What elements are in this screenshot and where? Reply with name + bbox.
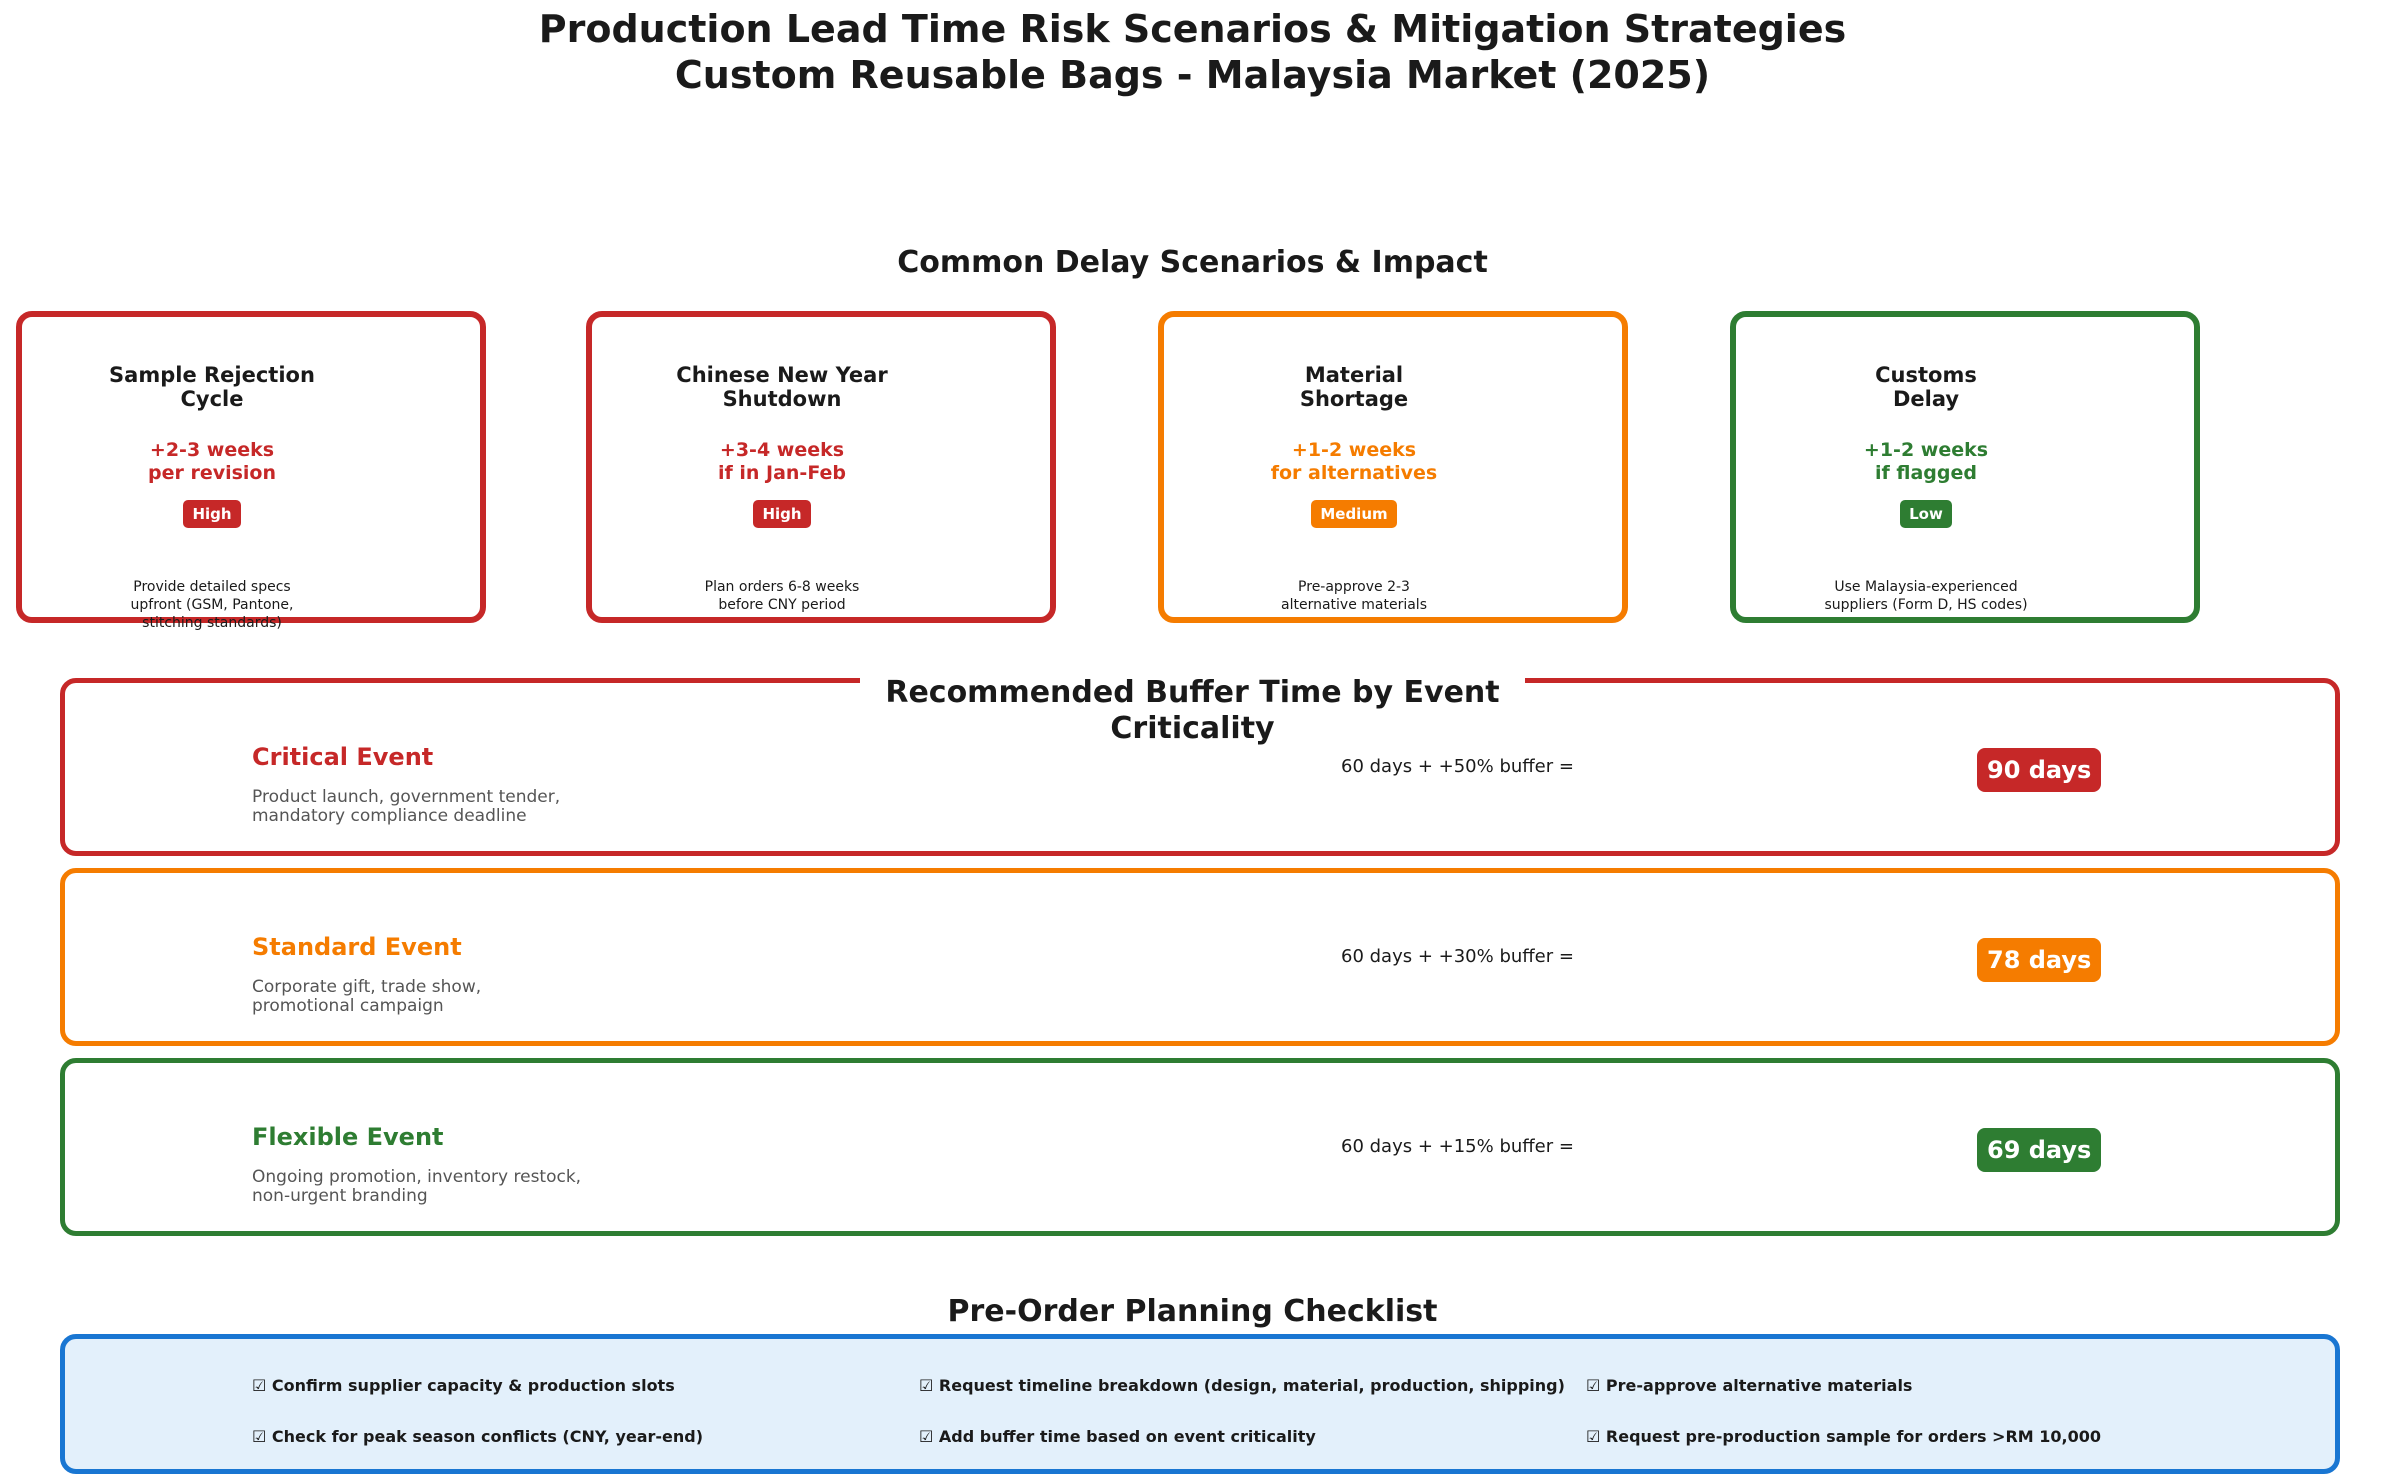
event-description-line: non-urgent branding	[252, 1186, 428, 1206]
scenario-card-material-shortage: Material Shortage +1-2 weeks for alterna…	[1158, 311, 1628, 623]
scenario-impact-line: for alternatives	[1270, 462, 1438, 484]
scenario-name: Chinese New Year Shutdown	[592, 363, 972, 411]
scenario-name-line: Cycle	[180, 387, 244, 411]
scenario-impact-line: +2-3 weeks	[149, 439, 275, 461]
checklist-item: ☑ Add buffer time based on event critica…	[919, 1427, 1316, 1446]
scenario-name: Material Shortage	[1164, 363, 1544, 411]
event-description-line: Ongoing promotion, inventory restock,	[252, 1167, 582, 1187]
severity-badge: High	[753, 500, 811, 528]
scenario-impact-line: +3-4 weeks	[719, 439, 845, 461]
mitigation-line: stitching standards)	[142, 615, 282, 631]
scenario-impact-line: if in Jan-Feb	[717, 462, 847, 484]
severity-badge-wrap: Medium	[1164, 500, 1544, 528]
scenario-mitigation: Pre-approve 2-3 alternative materials	[1164, 578, 1544, 614]
buffer-heading: Recommended Buffer Time by Event Critica…	[860, 675, 1525, 747]
scenario-name: Sample Rejection Cycle	[22, 363, 402, 411]
severity-badge-wrap: High	[592, 500, 972, 528]
scenario-impact-line: +1-2 weeks	[1291, 439, 1417, 461]
scenario-name-line: Shutdown	[722, 387, 842, 411]
scenario-mitigation: Provide detailed specs upfront (GSM, Pan…	[22, 578, 402, 632]
event-description: Ongoing promotion, inventory restock, no…	[252, 1168, 652, 1206]
scenario-name-line: Delay	[1892, 387, 1960, 411]
scenario-name-line: Customs	[1875, 363, 1977, 387]
buffer-result-badge: 78 days	[1977, 938, 2102, 982]
scenario-card-sample-rejection: Sample Rejection Cycle +2-3 weeks per re…	[16, 311, 486, 631]
scenario-impact-line: per revision	[147, 462, 277, 484]
checklist-item: ☑ Request timeline breakdown (design, ma…	[919, 1376, 1565, 1395]
title-line-1: Production Lead Time Risk Scenarios & Mi…	[538, 7, 1847, 51]
title-line-2: Custom Reusable Bags - Malaysia Market (…	[674, 53, 1711, 97]
checklist-item: ☑ Confirm supplier capacity & production…	[252, 1376, 675, 1395]
scenario-impact: +1-2 weeks if flagged	[1736, 439, 2116, 485]
scenario-impact: +3-4 weeks if in Jan-Feb	[592, 439, 972, 485]
scenario-card-customs-delay: Customs Delay +1-2 weeks if flagged Low …	[1730, 311, 2200, 623]
event-description-line: mandatory compliance deadline	[252, 806, 527, 826]
scenarios-heading: Common Delay Scenarios & Impact	[897, 245, 1488, 280]
scenario-name-line: Chinese New Year	[676, 363, 888, 387]
severity-badge-wrap: Low	[1736, 500, 2116, 528]
mitigation-line: alternative materials	[1281, 597, 1427, 613]
scenario-impact: +1-2 weeks for alternatives	[1164, 439, 1544, 485]
mitigation-line: Plan orders 6-8 weeks	[704, 579, 860, 595]
buffer-result-badge: 90 days	[1977, 748, 2102, 792]
event-name: Critical Event	[252, 743, 434, 771]
buffer-card-flexible: Flexible Event Ongoing promotion, invent…	[60, 1058, 2340, 1236]
event-description: Product launch, government tender, manda…	[252, 788, 652, 826]
severity-badge: Low	[1900, 500, 1952, 528]
mitigation-line: suppliers (Form D, HS codes)	[1824, 597, 2028, 613]
scenario-impact-line: +1-2 weeks	[1863, 439, 1989, 461]
checklist-item: ☑ Check for peak season conflicts (CNY, …	[252, 1427, 704, 1446]
mitigation-line: Use Malaysia-experienced	[1834, 579, 2018, 595]
event-name: Flexible Event	[252, 1123, 444, 1151]
event-description-line: Product launch, government tender,	[252, 787, 561, 807]
event-description-line: Corporate gift, trade show,	[252, 977, 482, 997]
severity-badge-wrap: High	[22, 500, 402, 528]
severity-badge: High	[183, 500, 241, 528]
scenario-name-line: Sample Rejection	[109, 363, 315, 387]
scenario-name: Customs Delay	[1736, 363, 2116, 411]
buffer-formula: 60 days + +30% buffer =	[1341, 946, 1574, 967]
page-title: Production Lead Time Risk Scenarios & Mi…	[0, 6, 2385, 98]
checklist-item: ☑ Request pre-production sample for orde…	[1586, 1427, 2102, 1446]
scenario-impact: +2-3 weeks per revision	[22, 439, 402, 485]
checklist-heading: Pre-Order Planning Checklist	[947, 1294, 1438, 1329]
scenario-mitigation: Use Malaysia-experienced suppliers (Form…	[1736, 578, 2116, 614]
mitigation-line: before CNY period	[718, 597, 846, 613]
mitigation-line: Provide detailed specs	[133, 579, 291, 595]
severity-badge: Medium	[1311, 500, 1397, 528]
mitigation-line: Pre-approve 2-3	[1298, 579, 1410, 595]
scenario-impact-line: if flagged	[1875, 462, 1977, 484]
buffer-formula: 60 days + +15% buffer =	[1341, 1136, 1574, 1157]
buffer-result-badge: 69 days	[1977, 1128, 2102, 1172]
checklist-item: ☑ Pre-approve alternative materials	[1586, 1376, 1913, 1395]
event-name: Standard Event	[252, 933, 462, 961]
scenario-card-cny-shutdown: Chinese New Year Shutdown +3-4 weeks if …	[586, 311, 1056, 623]
scenario-name-line: Shortage	[1299, 387, 1409, 411]
scenario-name-line: Material	[1304, 363, 1404, 387]
checklist-panel: ☑ Confirm supplier capacity & production…	[60, 1334, 2340, 1474]
event-description-line: promotional campaign	[252, 996, 444, 1016]
mitigation-line: upfront (GSM, Pantone,	[130, 597, 294, 613]
scenario-mitigation: Plan orders 6-8 weeks before CNY period	[592, 578, 972, 614]
event-description: Corporate gift, trade show, promotional …	[252, 978, 652, 1016]
buffer-formula: 60 days + +50% buffer =	[1341, 756, 1574, 777]
buffer-card-standard: Standard Event Corporate gift, trade sho…	[60, 868, 2340, 1046]
